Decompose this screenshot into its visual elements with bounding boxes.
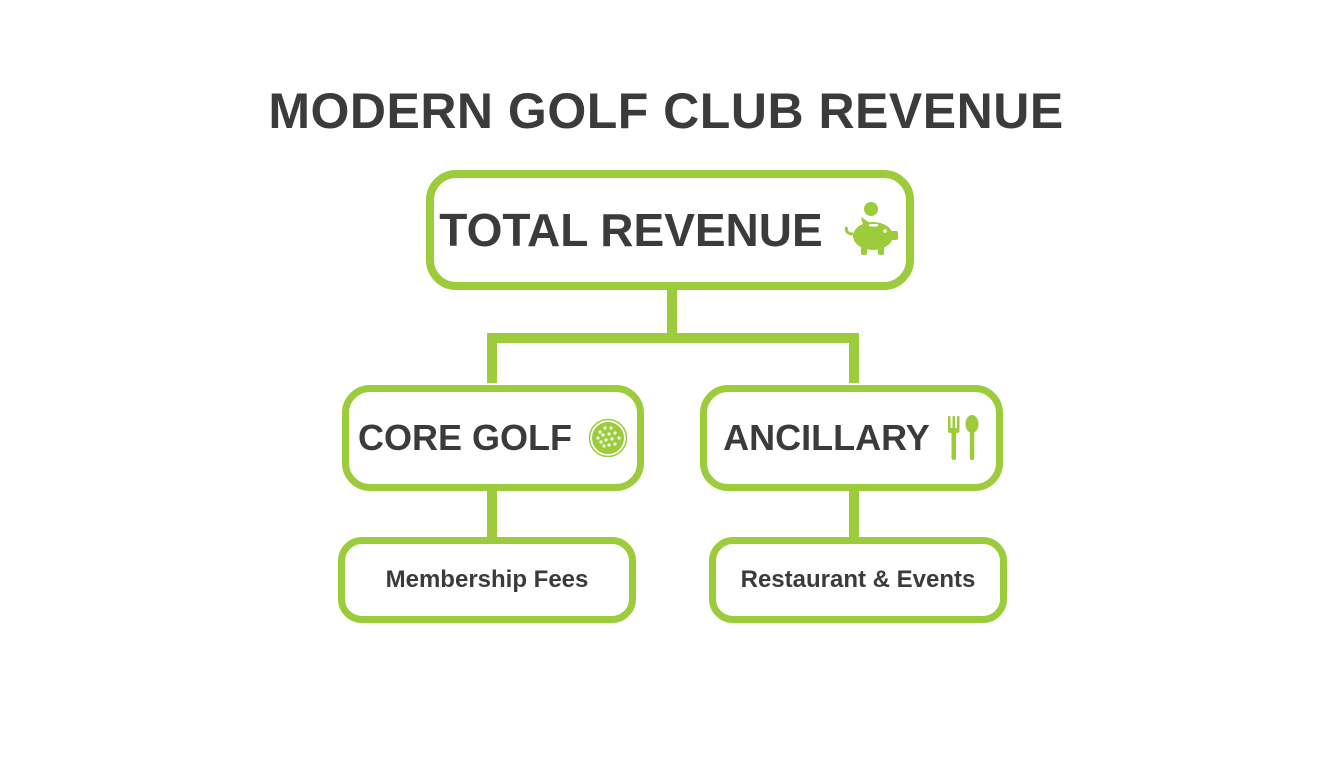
node-core-golf: CORE GOLF <box>342 385 644 491</box>
golf-ball-icon <box>588 418 628 458</box>
connector-branch-bar <box>487 333 859 383</box>
node-membership-fees: Membership Fees <box>338 537 636 623</box>
node-restaurant-events-label: Restaurant & Events <box>740 566 976 593</box>
page-title: MODERN GOLF CLUB REVENUE <box>268 83 1064 139</box>
node-core-golf-label: CORE GOLF <box>358 417 572 458</box>
node-restaurant-events: Restaurant & Events <box>709 537 1007 623</box>
node-ancillary-label: ANCILLARY <box>723 417 930 458</box>
node-ancillary: ANCILLARY <box>700 385 1003 491</box>
node-total-revenue: TOTAL REVENUE <box>426 170 914 290</box>
fork-spoon-icon <box>946 414 980 462</box>
node-total-revenue-label: TOTAL REVENUE <box>439 204 823 256</box>
node-membership-fees-label: Membership Fees <box>385 566 589 593</box>
piggy-bank-icon <box>841 200 901 260</box>
